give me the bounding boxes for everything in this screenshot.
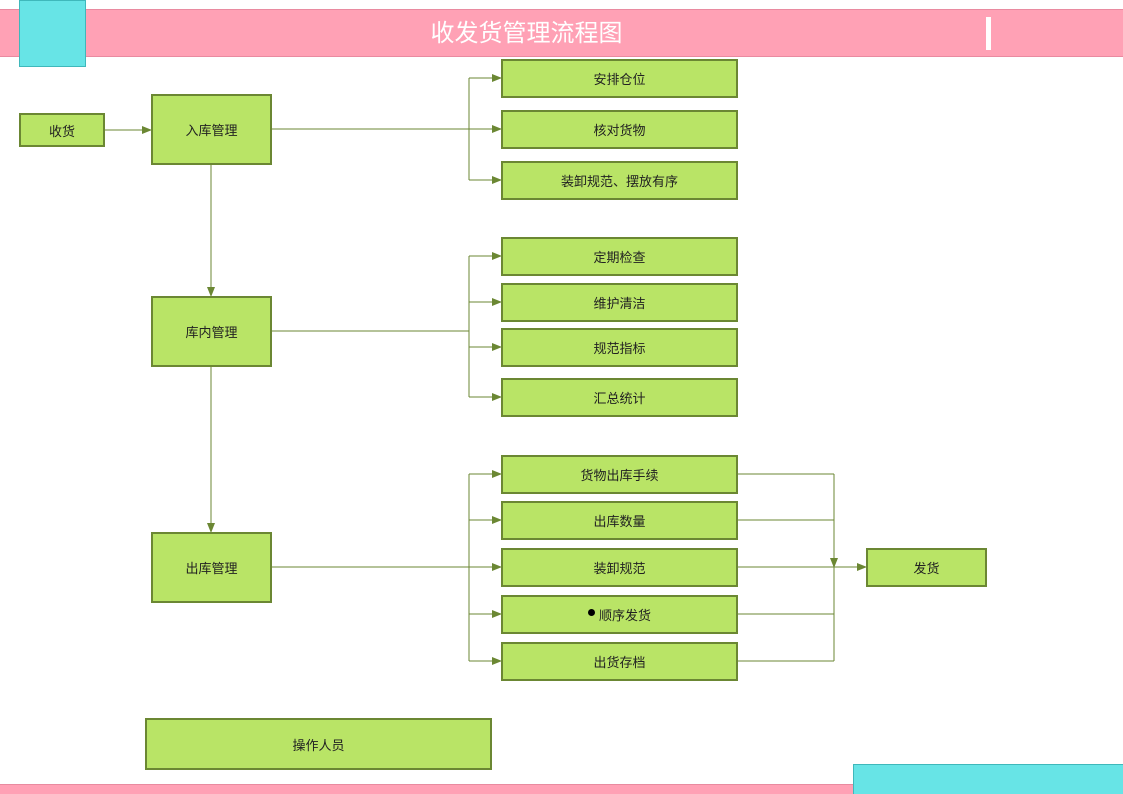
- outbound-step-label: 顺序发货: [598, 609, 651, 624]
- node-ship: 发货: [866, 548, 987, 587]
- outbound-step: 装卸规范: [501, 548, 738, 587]
- instorage-step: 汇总统计: [501, 378, 738, 417]
- node-receive: 收货: [19, 113, 105, 147]
- bullet-icon: [587, 609, 595, 616]
- node-inbound: 入库管理: [151, 94, 272, 165]
- header-bar: [0, 9, 1123, 57]
- outbound-step: 货物出库手续: [501, 455, 738, 494]
- outbound-step: 出库数量: [501, 501, 738, 540]
- outbound-step: 出货存档: [501, 642, 738, 681]
- node-instorage: 库内管理: [151, 296, 272, 367]
- instorage-step: 规范指标: [501, 328, 738, 367]
- inbound-step: 核对货物: [501, 110, 738, 149]
- header-accent-square: [19, 0, 86, 67]
- header-marker: [986, 17, 991, 50]
- page-title: 收发货管理流程图: [430, 19, 623, 47]
- inbound-step: 装卸规范、摆放有序: [501, 161, 738, 200]
- inbound-step: 安排仓位: [501, 59, 738, 98]
- node-outbound: 出库管理: [151, 532, 272, 603]
- footer-bar: [0, 784, 1123, 794]
- instorage-step: 维护清洁: [501, 283, 738, 322]
- outbound-step: 顺序发货: [501, 595, 738, 634]
- node-operator: 操作人员: [145, 718, 492, 770]
- instorage-step: 定期检查: [501, 237, 738, 276]
- footer-accent-block: [853, 764, 1123, 794]
